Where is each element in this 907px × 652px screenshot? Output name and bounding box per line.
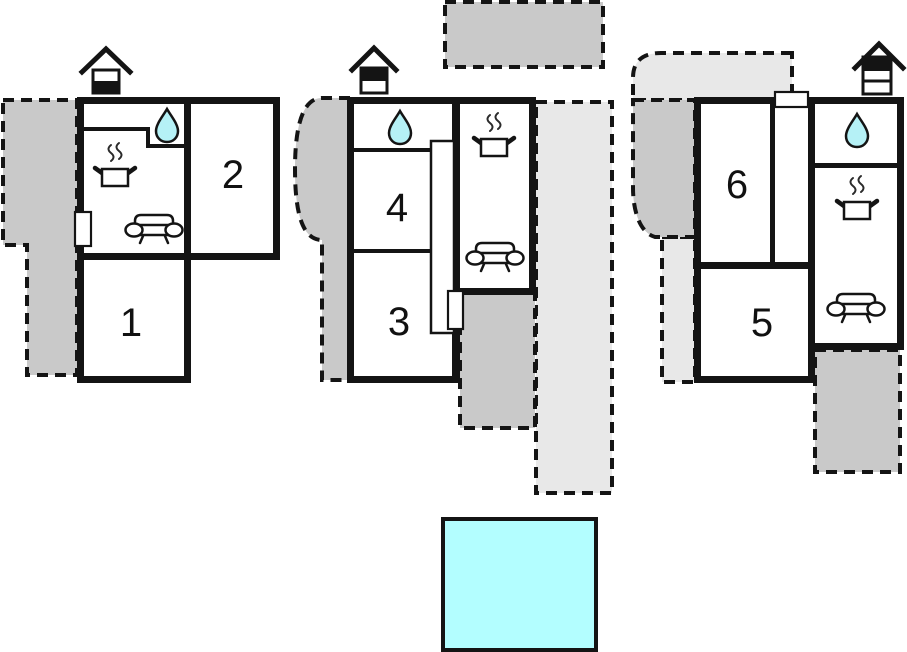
partition (354, 249, 433, 253)
wall-segment (77, 97, 280, 104)
room-1-label: 1 (120, 301, 142, 345)
wall-segment (701, 262, 815, 269)
swimming-pool (441, 517, 598, 652)
room-6-label: 6 (726, 163, 748, 207)
wall-segment (694, 376, 815, 383)
wall-segment (77, 253, 280, 260)
terrace-below-unit-2 (458, 291, 537, 430)
hallway (429, 139, 456, 335)
wall-segment (529, 97, 536, 295)
partition (354, 148, 433, 152)
partition (815, 163, 897, 168)
wall-segment (897, 97, 904, 350)
door (446, 289, 465, 331)
wall-segment (273, 97, 280, 260)
wall-segment (347, 376, 460, 383)
room-2-label: 2 (222, 153, 244, 197)
terrace-left-of-unit-2 (292, 96, 352, 382)
unit-5-6-interior (694, 97, 815, 383)
terrace-left-of-unit-1 (1, 98, 79, 377)
room-5-label: 5 (751, 301, 773, 345)
patio-light-top-of-unit-3 (631, 51, 794, 102)
unit-5-6: 5 6 (694, 40, 907, 383)
wall-segment (452, 97, 460, 383)
unit-1-2: 1 2 (73, 45, 280, 383)
room-4-label: 4 (386, 186, 408, 230)
terrace-top-center (443, 0, 605, 69)
partition (770, 104, 775, 262)
unit-3-4: 3 4 (347, 44, 536, 383)
wall-segment (452, 288, 536, 295)
door (773, 90, 810, 109)
patio-light-right-of-unit-2 (534, 100, 614, 495)
chimney-icon (78, 45, 134, 95)
wall-segment (694, 97, 701, 383)
chimney-icon (348, 44, 400, 95)
terrace-left-of-unit-3 (631, 98, 697, 239)
wall-segment (347, 97, 536, 104)
wall-segment (347, 97, 354, 383)
wall-segment (808, 343, 904, 350)
wall-segment (184, 97, 191, 383)
patio-light-strip-left-of-unit-3 (660, 235, 697, 384)
room-3-label: 3 (388, 300, 410, 344)
chimney-icon (851, 40, 907, 96)
partition (84, 127, 148, 131)
terrace-bottom-right-of-unit-3 (813, 348, 902, 474)
partition (148, 144, 185, 148)
door (73, 210, 93, 248)
wall-segment (77, 376, 191, 383)
partition (146, 127, 150, 148)
outdoor-areas (1, 0, 902, 495)
wall-segment (808, 97, 815, 383)
